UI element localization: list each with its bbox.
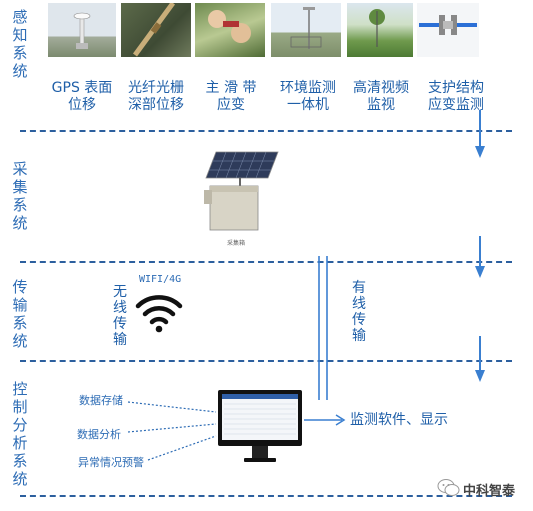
fiber-grating-photo (121, 3, 191, 57)
section-label-control: 控制分析系统 (12, 380, 28, 488)
function-anomaly-alert: 异常情况预警 (78, 456, 144, 469)
wifi-icon (135, 295, 183, 333)
monitor-image (218, 390, 302, 462)
collector-caption: 采集箱 (227, 240, 246, 247)
slip-band-photo (195, 3, 265, 57)
watermark-text: 中科智泰 (463, 484, 516, 499)
wired-lines (318, 256, 328, 400)
arrows (475, 110, 485, 382)
separator-3 (20, 360, 512, 362)
separator-2 (20, 261, 512, 263)
function-data-analysis: 数据分析 (77, 428, 121, 441)
down-arrow-icon (475, 236, 485, 278)
section-label-collection: 采集系统 (12, 160, 28, 232)
sensor-label-support-strain: 支护结构 应变监测 (428, 80, 484, 113)
sensor-label-hd-video: 高清视频 监视 (353, 80, 409, 113)
function-data-storage: 数据存储 (79, 394, 123, 407)
wireless-protocol-label: WIFI/4G (139, 274, 182, 285)
wechat-icon (437, 479, 460, 496)
collector-box-image (204, 151, 279, 231)
down-arrow-icon (475, 110, 485, 158)
support-strain-photo (417, 3, 479, 57)
output-arrow (304, 414, 346, 426)
wireless-transmission-label: 无线传输 (113, 284, 127, 348)
wired-transmission-label: 有线传输 (352, 280, 366, 344)
gps-photo (48, 3, 116, 57)
hd-video-photo (347, 3, 413, 57)
sensor-label-gps: GPS 表面 位移 (51, 80, 113, 113)
sensor-label-fiber-grating: 光纤光栅 深部位移 (128, 80, 184, 113)
output-label: 监测软件、显示 (350, 412, 448, 428)
separator-1 (20, 130, 512, 132)
section-label-sensing: 感知系统 (12, 8, 28, 80)
env-monitor-photo (271, 3, 341, 57)
down-arrow-icon (475, 336, 485, 382)
separator-4 (20, 495, 512, 497)
sensor-label-slip-band: 主 滑 带 应变 (205, 80, 257, 113)
sensor-label-env-monitor: 环境监测 一体机 (280, 80, 336, 113)
function-connectors (127, 401, 217, 461)
section-label-transmission: 传输系统 (12, 278, 28, 350)
